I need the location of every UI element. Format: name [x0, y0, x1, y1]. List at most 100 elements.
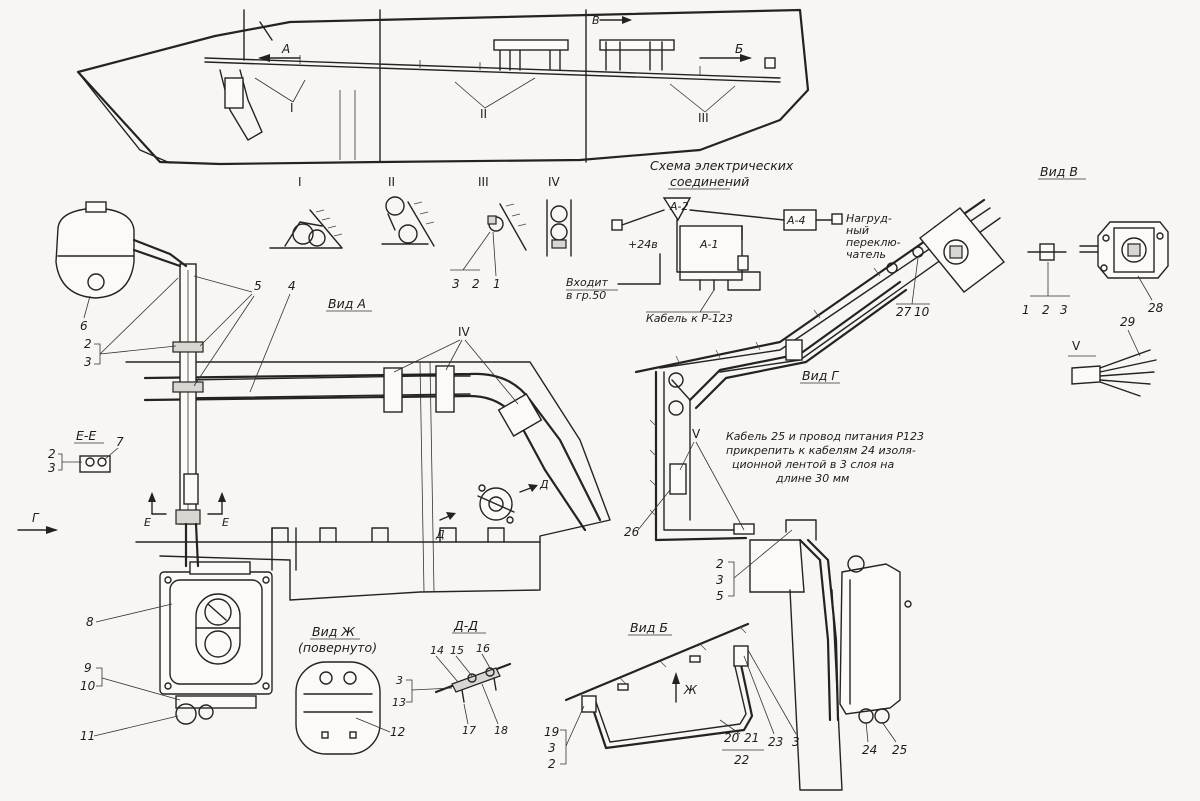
callout-13: 13 — [392, 696, 406, 709]
view-a: Вид А IV 4 5 — [17, 201, 611, 743]
detail-1-drawing — [269, 209, 343, 249]
block-a4-label: A-4 — [786, 214, 806, 227]
callout-2-detail: 2 — [472, 277, 480, 291]
hull-side-view: А Б В I II III — [76, 8, 810, 166]
section-dd-title: Д-Д — [453, 618, 478, 633]
callout-2-vidv: 2 — [1042, 303, 1050, 317]
roman-5-view-g: V — [692, 427, 701, 441]
callout-18: 18 — [494, 724, 508, 737]
callout-1-detail: 1 — [493, 277, 501, 291]
callout-20: 20 — [724, 731, 740, 745]
view-g: Вид Г — [624, 198, 1006, 791]
callout-21: 21 — [744, 731, 759, 745]
vid-zh-title-line2: (повернуто) — [298, 640, 377, 655]
callout-25: 25 — [892, 743, 907, 757]
callout-28: 28 — [1148, 301, 1164, 315]
scheme-title-line1: Схема электрических — [650, 158, 794, 173]
roman-5-detail: V — [1072, 339, 1081, 353]
callout-8: 8 — [86, 615, 94, 629]
callout-10-vidg: 10 — [914, 305, 930, 319]
d-left-label: Д — [435, 528, 445, 541]
callout-17: 17 — [462, 724, 476, 737]
nagrud-line2: ный — [846, 224, 869, 237]
callout-14: 14 — [430, 644, 444, 657]
callout-27: 27 — [896, 305, 912, 319]
e-right-label: Е — [222, 516, 229, 529]
roman-top-2: II — [480, 107, 487, 121]
roman-4-view-a: IV — [458, 325, 471, 339]
callout-26: 26 — [624, 525, 640, 539]
block-a2 — [662, 197, 692, 222]
callout-3-vidb-r: 3 — [792, 735, 800, 749]
callout-3-dd: 3 — [396, 674, 403, 687]
note-line2: прикрепить к кабелям 24 изоля- — [726, 444, 916, 457]
callout-6: 6 — [80, 319, 88, 333]
block-a2-label: A-2 — [669, 200, 689, 213]
electrical-schematic: Схема электрических соединений A-1 A-2 A… — [566, 158, 901, 325]
callout-4: 4 — [288, 279, 296, 293]
section-dd: Д-Д 14 15 16 3 13 17 18 — [392, 618, 512, 737]
callout-24: 24 — [862, 743, 877, 757]
callout-3-vidv: 3 — [1060, 303, 1068, 317]
detail-2-label: II — [388, 175, 395, 189]
callout-3-ee: 3 — [48, 461, 56, 475]
nagrud-line4: чатель — [846, 248, 886, 261]
callout-19: 19 — [544, 725, 559, 739]
callout-11: 11 — [80, 729, 95, 743]
vid-b-title: Вид Б — [630, 620, 668, 635]
detail-4-label: IV — [548, 175, 561, 189]
nagrud-line3: переклю- — [846, 236, 901, 249]
arrow-zh-label: Ж — [683, 683, 698, 697]
callout-16: 16 — [476, 642, 490, 655]
scheme-title-line2: соединений — [670, 174, 749, 189]
vid-a-title: Вид А — [328, 296, 366, 311]
note-line3: ционной лентой в 3 слоя на — [732, 458, 894, 471]
arrow-v-label: В — [592, 14, 600, 27]
e-left-label: Е — [144, 516, 151, 529]
d-right-label: Д — [539, 478, 549, 491]
detail-3-label: III — [478, 175, 489, 189]
callout-2-vidb: 2 — [548, 757, 556, 771]
vid-zh-title-line1: Вид Ж — [312, 624, 355, 639]
roman-top-1: I — [290, 101, 294, 115]
vid-v-title: Вид В — [1040, 164, 1078, 179]
callout-29: 29 — [1120, 315, 1135, 329]
arrow-g-label: Г — [32, 511, 40, 525]
clip-details-row: I II III — [269, 175, 572, 291]
cable-p123-label: Кабель к Р-123 — [646, 312, 733, 325]
callout-3-vidg: 3 — [716, 573, 724, 587]
block-a1 — [679, 225, 743, 281]
nagrud-line1: Нагруд- — [846, 212, 892, 225]
callout-3-vidb: 3 — [548, 741, 556, 755]
arrow-b-label: Б — [735, 42, 743, 56]
callout-1-vidv: 1 — [1022, 303, 1030, 317]
detail-2-drawing — [381, 196, 435, 247]
view-v: Вид В 1 2 3 28 V 29 — [1022, 164, 1169, 397]
callout-15: 15 — [450, 644, 464, 657]
callout-2-view-a: 2 — [84, 337, 92, 351]
arrow-a-label: А — [281, 42, 290, 56]
roman-top-3: III — [698, 111, 709, 125]
view-b: Вид Б Ж 19 3 2 20 21 22 23 3 — [544, 620, 800, 771]
vid-g-title: Вид Г — [802, 368, 839, 383]
note-line4: длине 30 мм — [775, 472, 849, 485]
callout-7: 7 — [116, 435, 124, 449]
input-line2: в гр.50 — [566, 289, 606, 302]
detail-1-label: I — [298, 175, 302, 189]
block-a1-label: A-1 — [699, 238, 719, 251]
detail-4-drawing — [546, 199, 572, 257]
callout-9: 9 — [84, 661, 92, 675]
callout-12: 12 — [390, 725, 405, 739]
callout-5-view-a: 5 — [254, 279, 262, 293]
note-line1: Кабель 25 и провод питания Р123 — [726, 430, 924, 443]
view-zh: Вид Ж (повернуто) 12 — [295, 624, 405, 755]
callout-23: 23 — [768, 735, 783, 749]
callout-3-view-a: 3 — [84, 355, 92, 369]
plus24-label: +24в — [628, 238, 658, 251]
callout-10: 10 — [80, 679, 96, 693]
callout-2-vidg: 2 — [716, 557, 724, 571]
callout-22: 22 — [734, 753, 749, 767]
callout-5-vidg: 5 — [716, 589, 724, 603]
callout-2-ee: 2 — [48, 447, 56, 461]
section-ee-title: Е-Е — [76, 428, 96, 443]
